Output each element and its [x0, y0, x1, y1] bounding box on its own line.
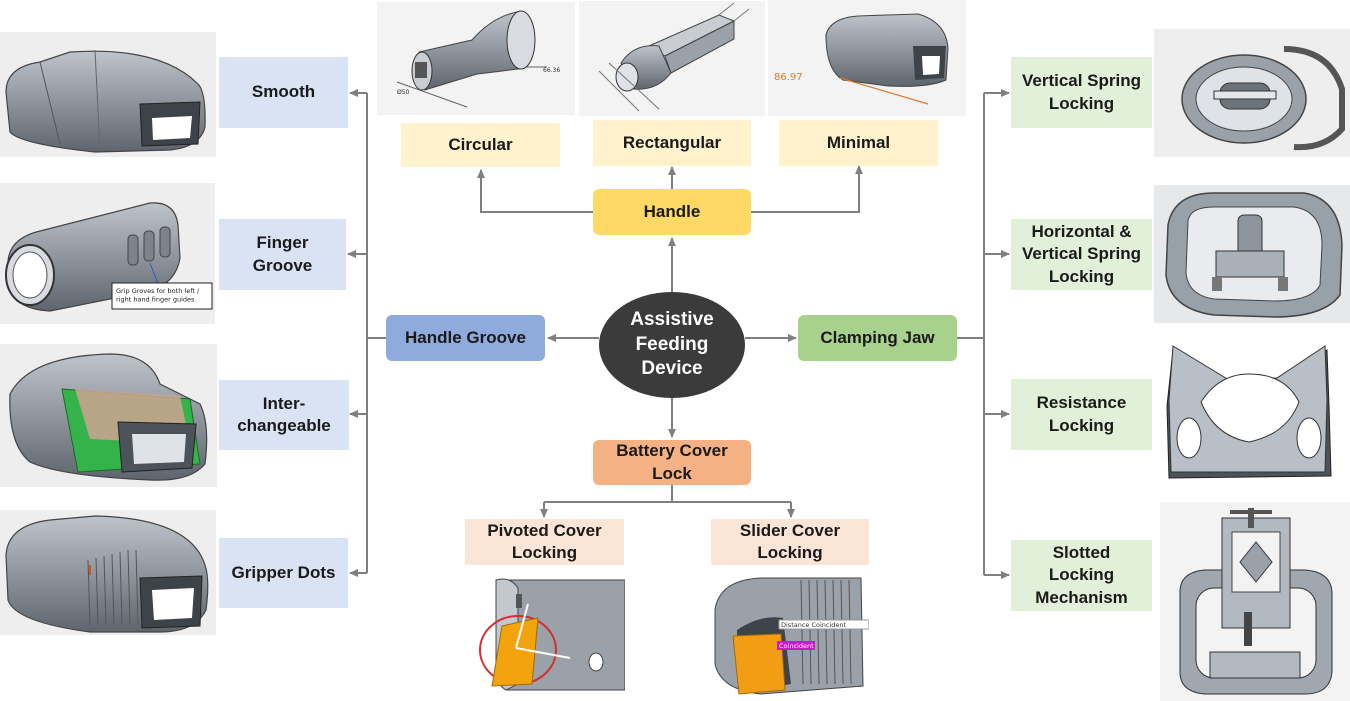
groove-option-interchangeable: Inter- changeable — [219, 380, 349, 450]
circular-dia: Ø50 — [397, 89, 410, 96]
center-node: Assistive Feeding Device — [599, 292, 745, 398]
finger-groove-note: Grip Groves for both left /right hand fi… — [116, 287, 200, 303]
minimal-handle-image: 86.97 — [768, 0, 966, 116]
rectangular-handle-image — [579, 1, 765, 116]
circular-handle-image: 66.36 Ø50 — [377, 2, 575, 115]
slotted-locking-mechanism-image — [1160, 502, 1350, 701]
interchangeable-handle-image — [0, 344, 217, 487]
slider-tag-2: Coincident — [779, 642, 814, 650]
gripper-dots-handle-image — [0, 510, 216, 635]
handle-branch-line — [477, 169, 593, 213]
battery-cover-lock-node: Battery Cover Lock — [593, 440, 751, 485]
groove-option-smooth: Smooth — [219, 57, 348, 128]
handle-option-rectangular: Rectangular — [593, 120, 751, 166]
finger-groove-handle-image: Grip Groves for both left /right hand fi… — [0, 183, 215, 324]
svg-text:Grip Groves for both left /rig: Grip Groves for both left /right hand fi… — [116, 287, 200, 303]
minimal-dim: 86.97 — [774, 72, 803, 83]
resistance-locking-image — [1159, 344, 1338, 484]
handle-option-circular: Circular — [401, 123, 560, 167]
circular-dim: 66.36 — [543, 67, 560, 74]
vertical-spring-locking-image — [1154, 29, 1350, 157]
horizontal-vertical-spring-locking-image — [1154, 185, 1350, 323]
jaw-option-slotted: Slotted Locking Mechanism — [1011, 540, 1152, 611]
pivoted-cover-locking-image — [466, 574, 625, 698]
jaw-option-resistance: Resistance Locking — [1011, 379, 1152, 450]
handle-groove-node: Handle Groove — [386, 315, 545, 361]
clamping-jaw-node: Clamping Jaw — [798, 315, 957, 361]
smooth-handle-image — [0, 32, 216, 157]
handle-node: Handle — [593, 189, 751, 235]
jaw-option-vertical-spring: Vertical Spring Locking — [1011, 57, 1152, 128]
handle-option-minimal: Minimal — [779, 120, 938, 166]
groove-option-gripper-dots: Gripper Dots — [219, 538, 348, 608]
slider-tag-1: Distance Coincident — [781, 621, 847, 629]
battery-option-pivoted: Pivoted Cover Locking — [465, 519, 624, 565]
groove-option-finger-groove: Finger Groove — [219, 219, 346, 290]
slider-cover-locking-image: Distance Coincident Coincident — [711, 574, 869, 698]
jaw-option-horizontal-vertical-spring: Horizontal & Vertical Spring Locking — [1011, 219, 1152, 290]
battery-option-slider: Slider Cover Locking — [711, 519, 869, 565]
